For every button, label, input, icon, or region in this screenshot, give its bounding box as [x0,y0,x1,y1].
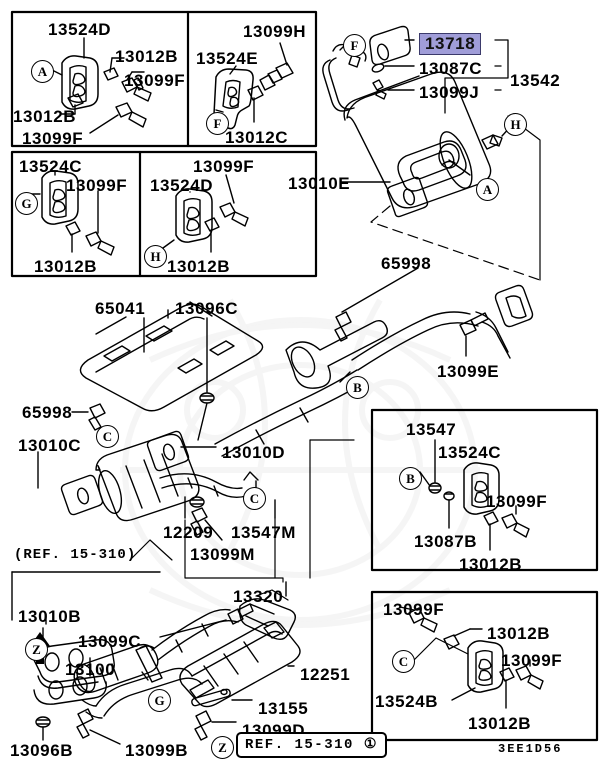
part-label-13012b-a1: 13012B [115,47,179,66]
part-label-13099c: 13099C [78,632,142,651]
part-label-13087b: 13087B [414,532,478,551]
part-label-13099m: 13099M [190,545,256,564]
part-label-13012b-g: 13012B [34,257,98,276]
part-label-13099f-b: 13099F [486,492,548,511]
balloon-c-panel: C [392,650,415,673]
part-label-12251: 12251 [300,665,351,684]
part-label-13155: 13155 [258,699,309,718]
part-label-13010c: 13010C [18,436,82,455]
part-label-13099f-h: 13099F [193,157,255,176]
part-label-13524d-a: 13524D [48,20,112,39]
part-label-13099e: 13099E [437,362,500,381]
part-label-13012b-b: 13012B [459,555,523,574]
balloon-z-reference: Z [211,736,234,759]
part-label-13524c-g: 13524C [19,157,83,176]
part-label-13099b: 13099B [125,741,189,760]
part-label-13099h: 13099H [243,22,307,41]
part-label-13012b-a2: 13012B [13,107,77,126]
diagram-code: 3EE1D56 [498,742,563,756]
balloon-a-muffler: A [476,178,499,201]
part-label-13524c-b: 13524C [438,443,502,462]
balloon-h-muffler: H [504,113,527,136]
part-label-13010e: 13010E [288,174,351,193]
part-label-13096b: 13096B [10,741,74,760]
balloon-b-panel: B [399,467,422,490]
part-label-13010b: 13010B [18,607,82,626]
balloon-f-muffler: F [343,34,366,57]
part-label-13524b: 13524B [375,692,439,711]
part-label-12209: 12209 [163,523,214,542]
balloon-c-bracket: C [243,487,266,510]
part-label-13100: 13100 [65,660,116,679]
part-label-13096c: 13096C [175,299,239,318]
part-label-65998-center: 65998 [381,254,432,273]
balloon-f-panel: F [206,112,229,135]
balloon-b-center: B [346,376,369,399]
part-label-13547m: 13547M [231,523,297,542]
reference-note-top[interactable]: (REF. 15-310) [14,547,137,563]
part-label-13099f-c1: 13099F [383,600,445,619]
part-label-65041: 65041 [95,299,146,318]
part-label-13012b-c1: 13012B [487,624,551,643]
balloon-g-panel: G [15,192,38,215]
balloon-h-panel: H [144,245,167,268]
balloon-a-panel: A [31,60,54,83]
part-label-13099j: 13099J [419,83,480,102]
part-label-13012b-h: 13012B [167,257,231,276]
balloon-g-frontpipe: G [148,689,171,712]
part-label-13099f-a1: 13099F [124,71,186,90]
part-label-13099f-c2: 13099F [501,651,563,670]
balloon-z-manifold: Z [25,638,48,661]
part-label-65998-left: 65998 [22,403,73,422]
part-label-13012c: 13012C [225,128,289,147]
part-label-13524d-h: 13524D [150,176,214,195]
part-label-13320: 13320 [233,587,284,606]
part-label-13010d: 13010D [222,443,286,462]
part-label-13099f-g: 13099F [66,176,128,195]
part-label-13547: 13547 [406,420,457,439]
part-label-13524e: 13524E [196,49,259,68]
part-label-13012b-c2: 13012B [468,714,532,733]
part-label-13542: 13542 [510,71,561,90]
part-label-13099f-a2: 13099F [22,129,84,148]
part-label-13087c: 13087C [419,59,483,78]
balloon-c-cat: C [96,425,119,448]
part-label-13718-highlighted[interactable]: 13718 [419,33,482,55]
reference-note-bottom[interactable]: REF. 15-310 ① [236,732,387,758]
